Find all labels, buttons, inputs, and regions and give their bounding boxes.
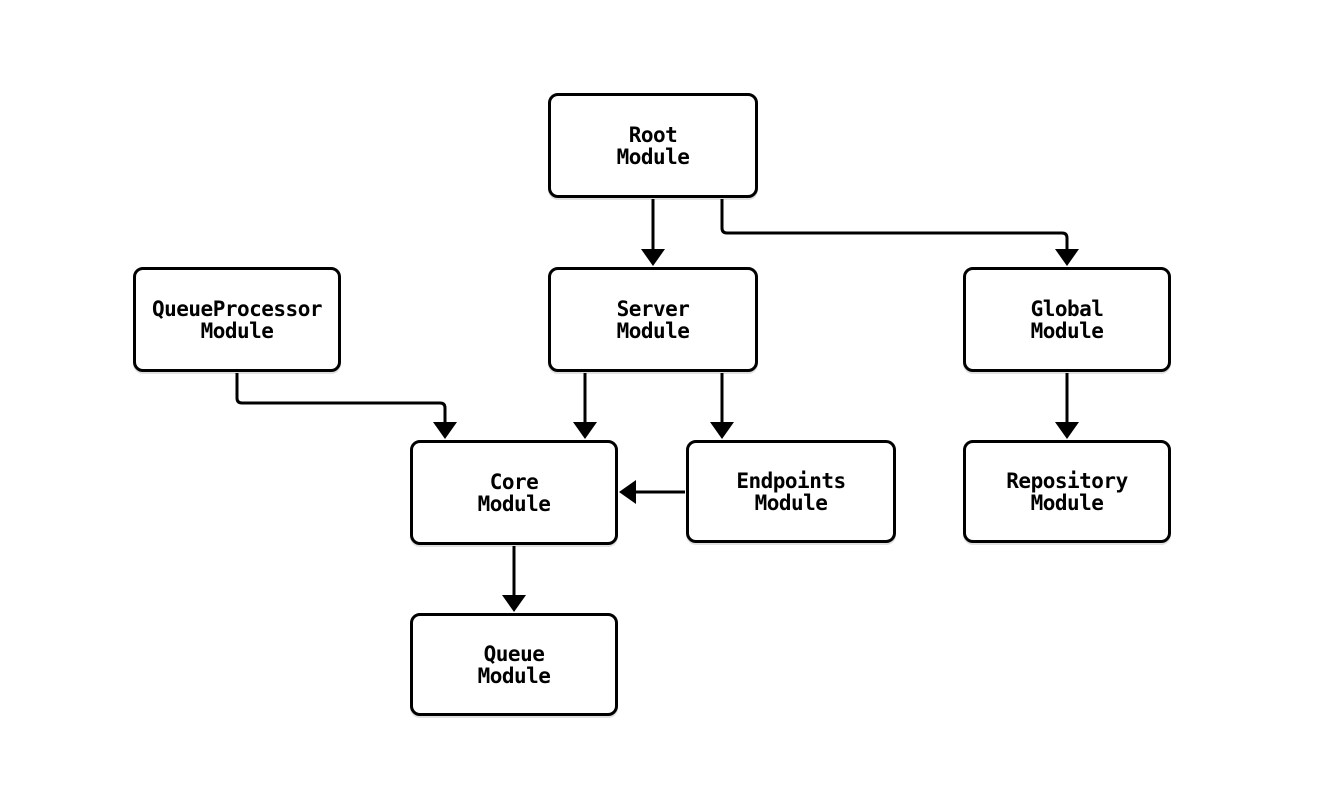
node-label-line: Module [1030,490,1104,515]
node-label-line: Module [1030,318,1104,343]
node-endpoints-module: Endpoints Module [686,440,896,543]
arrowhead-down-icon [573,422,597,439]
edge-global-to-repository [1055,373,1079,439]
edge-core-to-queue [502,546,526,612]
node-label-line: Module [616,144,690,169]
edge-endpoints-to-core [619,480,685,504]
node-label-line: Repository [1006,468,1128,493]
node-label-line: Root [628,122,678,147]
node-label-line: Module [754,490,828,515]
node-label-line: Module [200,318,274,343]
node-global-module: Global Module [963,267,1171,372]
node-label-line: Queue [483,641,545,666]
node-queue-processor-module: QueueProcessor Module [133,267,341,372]
arrowhead-down-icon [641,249,665,266]
node-queue-module: Queue Module [410,613,618,716]
arrowhead-down-icon [502,595,526,612]
node-core-module: Core Module [410,440,618,545]
edge-root-to-global [720,199,1079,266]
node-label-line: Server [616,296,690,321]
node-label-line: Global [1030,296,1104,321]
edge-root-to-server [641,199,665,266]
arrowhead-left-icon [619,480,636,504]
node-label-line: QueueProcessor [151,296,323,321]
node-label-line: Endpoints [736,468,846,493]
node-repository-module: Repository Module [963,440,1171,543]
node-label-line: Module [616,318,690,343]
arrowhead-down-icon [433,422,457,439]
node-server-module: Server Module [548,267,758,372]
edge-queue-processor-to-core [235,373,457,439]
edge-server-to-core [573,373,597,439]
node-label-line: Module [477,491,551,516]
edge-server-to-endpoints [710,373,734,439]
arrowhead-down-icon [1055,249,1079,266]
arrowhead-down-icon [710,422,734,439]
node-label-line: Core [489,469,539,494]
arrowhead-down-icon [1055,422,1079,439]
node-label-line: Module [477,663,551,688]
node-root-module: Root Module [548,93,758,198]
